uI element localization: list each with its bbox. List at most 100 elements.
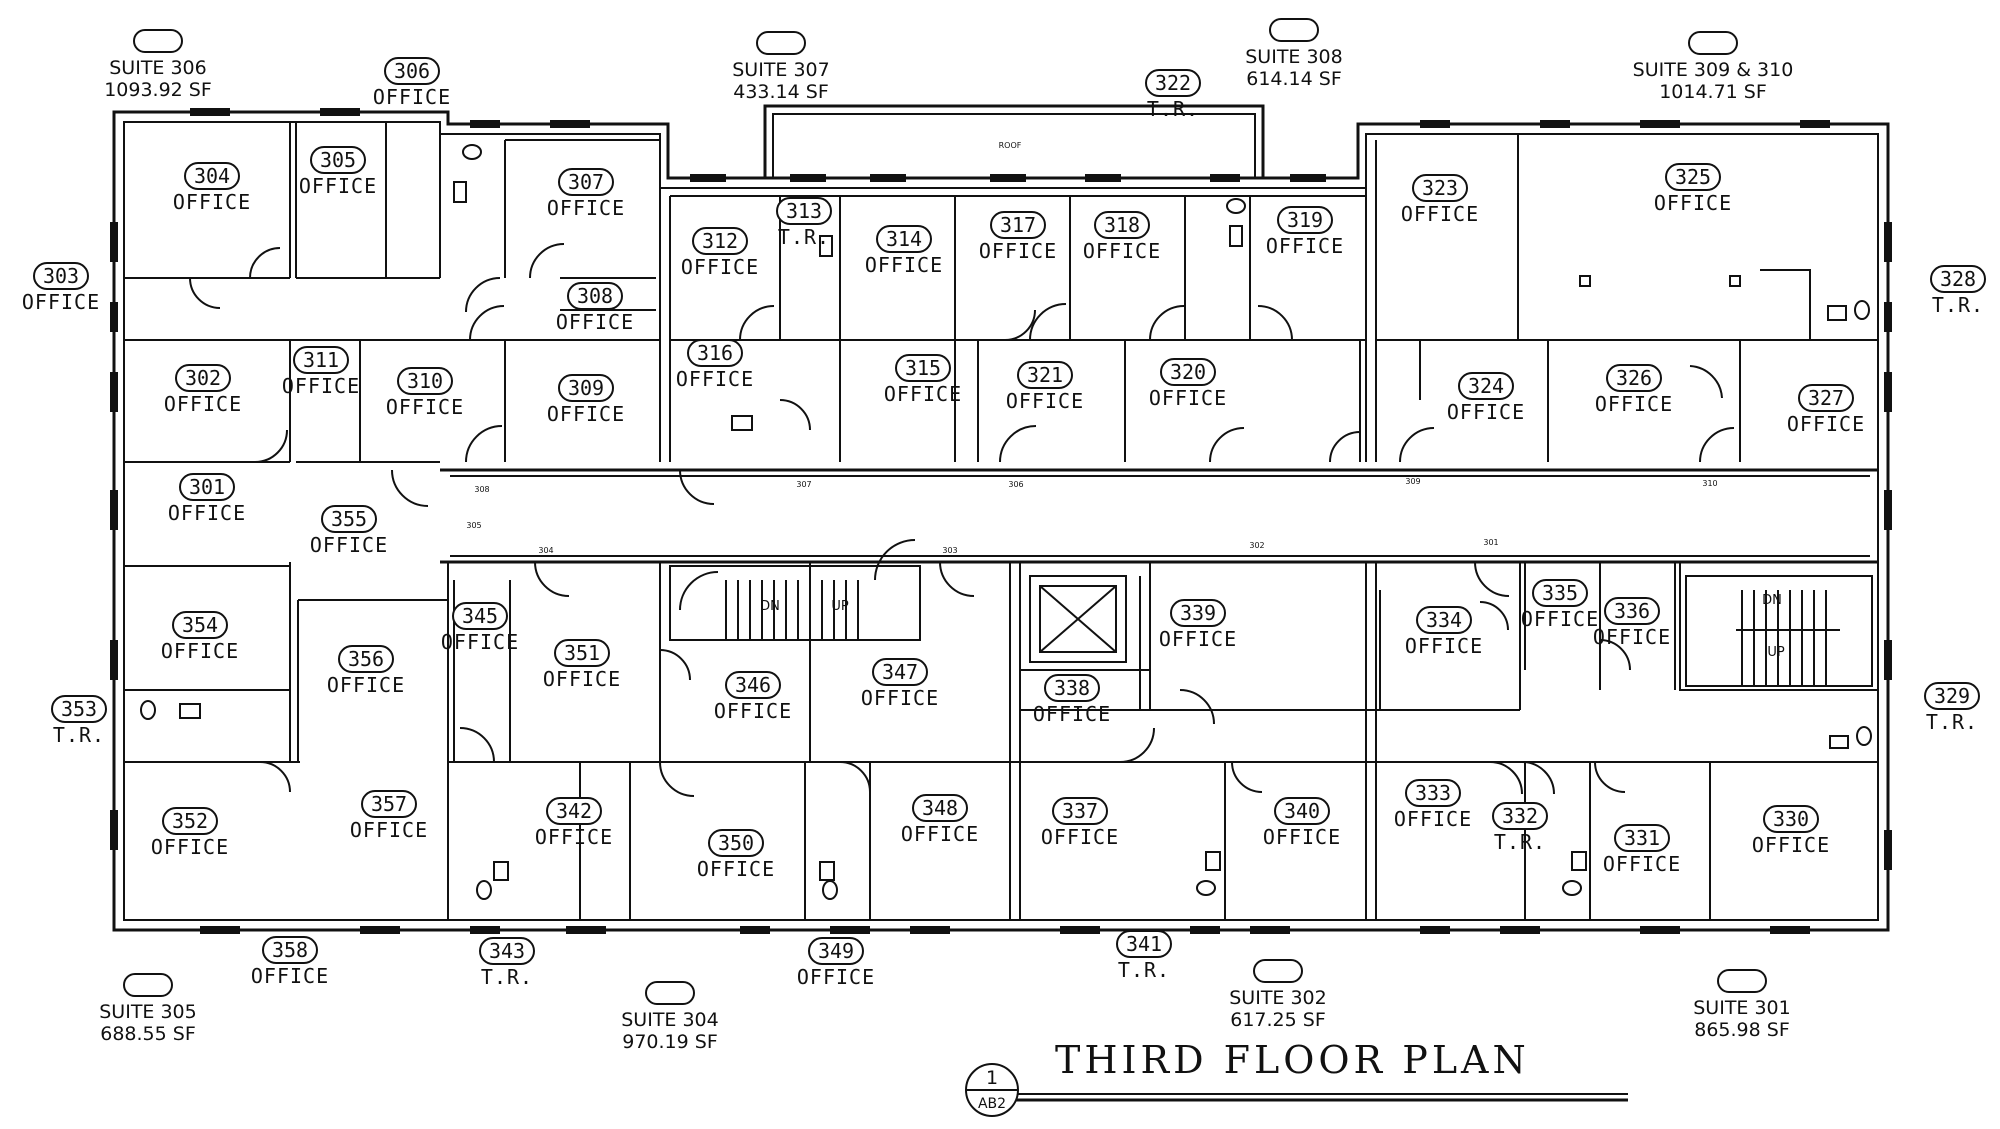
drawing-title: THIRD FLOOR PLAN	[1055, 1038, 1530, 1082]
room-number: 319	[1287, 208, 1323, 232]
room-name: OFFICE	[1033, 702, 1111, 726]
room-number-bubble	[1924, 682, 1980, 710]
room-number: 310	[407, 369, 443, 393]
room-number-bubble	[1094, 211, 1150, 239]
room-number: 341	[1126, 932, 1162, 956]
room-name: OFFICE	[251, 964, 329, 988]
corridor-door-tag: 302	[1249, 541, 1264, 550]
room-number: 325	[1675, 165, 1711, 189]
corridor-door-tag: 308	[474, 485, 489, 494]
room-name: OFFICE	[714, 699, 792, 723]
room-number: 334	[1426, 608, 1462, 632]
room-number: 358	[272, 938, 308, 962]
room-number: 316	[697, 341, 733, 365]
room-number-bubble	[479, 937, 535, 965]
room-number-bubble	[33, 262, 89, 290]
room-name: OFFICE	[1521, 607, 1599, 631]
room-number: 314	[886, 227, 922, 251]
room-name: T.R.	[778, 225, 830, 249]
suite-area: 688.55 SF	[100, 1023, 196, 1045]
suite-area: 865.98 SF	[1694, 1019, 1790, 1041]
room-name: OFFICE	[1041, 825, 1119, 849]
room-number: 307	[568, 170, 604, 194]
room-name: OFFICE	[1159, 627, 1237, 651]
room-name: T.R.	[1147, 97, 1199, 121]
room-number: 326	[1616, 366, 1652, 390]
room-number-bubble	[293, 346, 349, 374]
room-number: 332	[1502, 804, 1538, 828]
room-name: OFFICE	[1654, 191, 1732, 215]
room-number: 331	[1624, 826, 1660, 850]
room-name: T.R.	[481, 965, 533, 989]
room-number: 324	[1468, 374, 1504, 398]
suite-area: 617.25 SF	[1230, 1009, 1326, 1031]
room-number-bubble	[397, 367, 453, 395]
room-name: OFFICE	[299, 174, 377, 198]
room-number: 322	[1155, 71, 1191, 95]
room-name: OFFICE	[681, 255, 759, 279]
room-number: 352	[172, 809, 208, 833]
suite-area: 970.19 SF	[622, 1031, 718, 1053]
suite-name: SUITE 304	[621, 1009, 719, 1031]
room-number: 345	[462, 604, 498, 628]
stair-east	[1685, 575, 1873, 687]
room-number-bubble	[1274, 797, 1330, 825]
room-number: 313	[786, 199, 822, 223]
room-number-bubble	[1412, 174, 1468, 202]
suite-name: SUITE 301	[1693, 997, 1791, 1019]
room-name: OFFICE	[865, 253, 943, 277]
partitions-upper	[124, 122, 1878, 567]
room-number: 355	[331, 507, 367, 531]
room-number-bubble	[1160, 358, 1216, 386]
suite-bubble	[1717, 969, 1767, 993]
room-name: OFFICE	[350, 818, 428, 842]
room-number-bubble	[1930, 265, 1986, 293]
corridor-door-tag: 305	[466, 521, 481, 530]
room-number: 330	[1773, 807, 1809, 831]
corridor-door-tag: 310	[1702, 479, 1717, 488]
room-number-bubble	[1017, 361, 1073, 389]
room-name: T.R.	[1926, 710, 1978, 734]
room-number: 311	[303, 348, 339, 372]
room-name: OFFICE	[1787, 412, 1865, 436]
room-number-bubble	[452, 602, 508, 630]
room-number-bubble	[1277, 206, 1333, 234]
room-name: T.R.	[53, 723, 105, 747]
room-number: 349	[818, 939, 854, 963]
suite-bubble	[1253, 959, 1303, 983]
room-name: OFFICE	[1149, 386, 1227, 410]
room-number: 320	[1170, 360, 1206, 384]
room-name: OFFICE	[386, 395, 464, 419]
room-number-bubble	[262, 936, 318, 964]
suite-name: SUITE 306	[109, 57, 207, 79]
room-name: OFFICE	[173, 190, 251, 214]
suite-bubble	[645, 981, 695, 1005]
suite-bubble	[1688, 31, 1738, 55]
room-name: OFFICE	[161, 639, 239, 663]
room-number-bubble	[558, 374, 614, 402]
